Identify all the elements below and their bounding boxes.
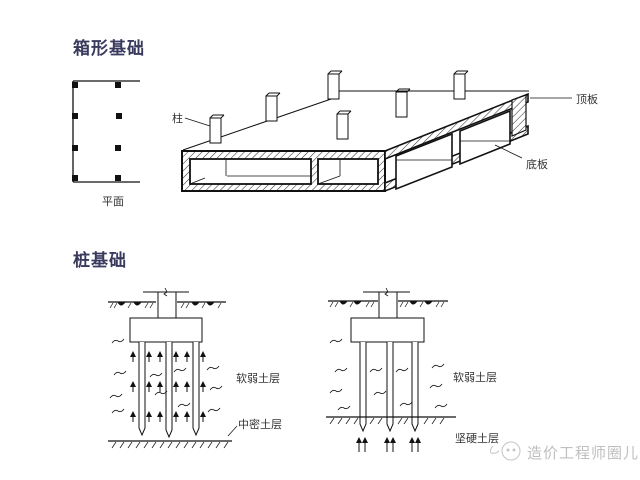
end-bearing-pile-drawing <box>326 287 456 452</box>
bottom-slab-leader <box>494 144 523 159</box>
pile-foundation-title: 桩基础 <box>73 251 127 271</box>
box-foundation-title: 箱形基础 <box>73 39 145 59</box>
column-label: 柱 <box>172 112 183 125</box>
bearing-soft-layer-label: 软弱土层 <box>453 371 497 384</box>
plan-column-markers <box>72 82 122 181</box>
column-leader <box>184 117 211 127</box>
top-slab-label: 顶板 <box>576 93 598 106</box>
friction-arrows <box>130 351 206 422</box>
soil-squiggles <box>109 338 223 414</box>
bearing-hard-layer-label: 坚硬土层 <box>455 432 499 445</box>
watermark-text: 造价工程师圈儿 <box>527 444 640 462</box>
plan-label: 平面 <box>102 195 124 208</box>
box-foundation-drawing <box>181 70 572 193</box>
plan-view <box>72 80 140 183</box>
bearing-arrows <box>356 437 421 452</box>
friction-soft-layer-label: 软弱土层 <box>236 372 280 385</box>
friction-medium-layer-label: 中密土层 <box>238 418 282 431</box>
friction-pile-drawing <box>108 287 238 449</box>
columns <box>209 70 469 144</box>
wechat-bubble-icon <box>489 441 521 461</box>
bottom-slab-label: 底板 <box>526 158 548 171</box>
